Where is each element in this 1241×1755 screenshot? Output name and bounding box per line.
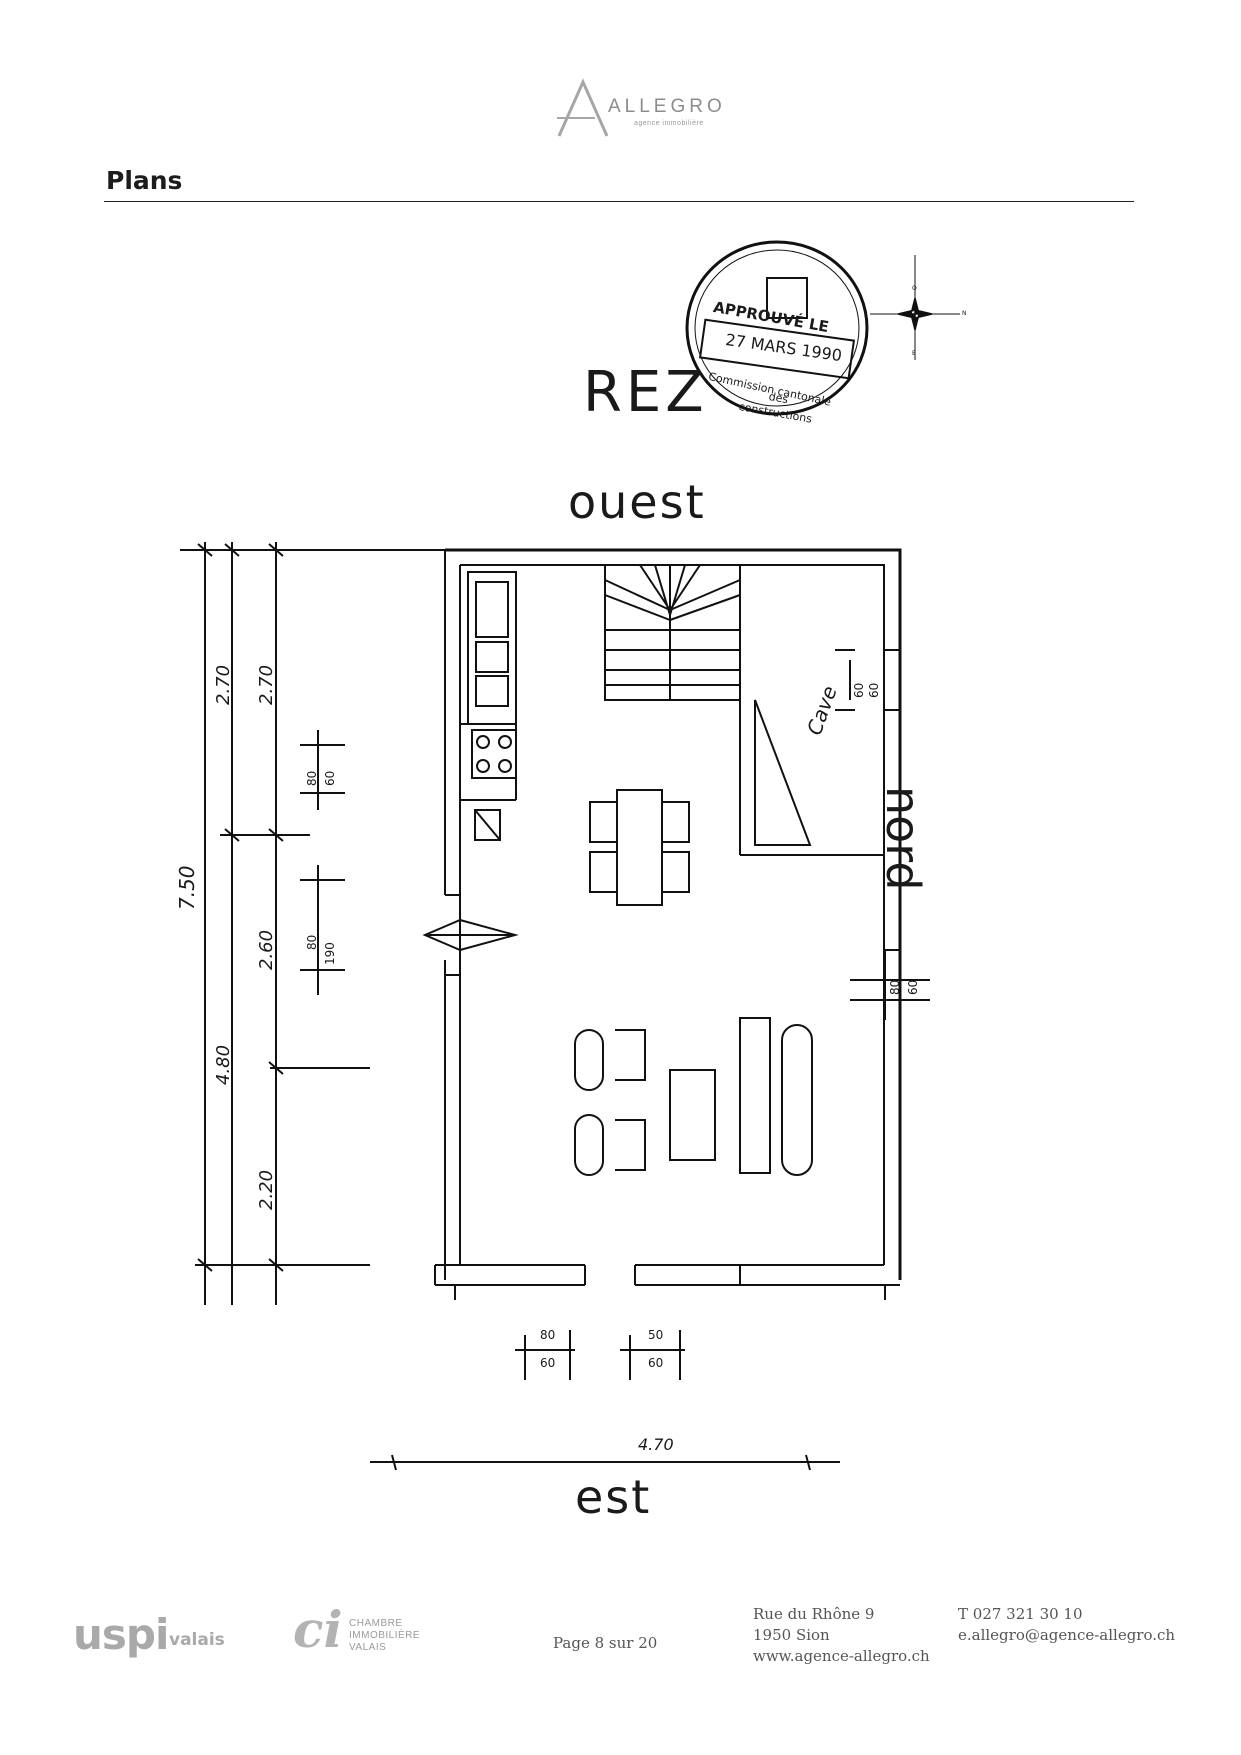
compass-e-label: E	[912, 350, 916, 357]
brand-name: ALLEGRO	[608, 96, 726, 117]
dim-win-left-b: 60	[323, 770, 337, 786]
dim-win-right2-b: 60	[906, 979, 920, 995]
coat-of-arms-icon	[766, 277, 808, 319]
dim-win-bottom1-a: 80	[540, 1328, 556, 1342]
dim-total-height: 7.50	[175, 865, 199, 910]
compass-o-label: O	[912, 285, 917, 292]
ci-mark: ci	[293, 1600, 343, 1659]
orientation-top: ouest	[568, 475, 706, 529]
chambre-immobiliere-logo: ci CHAMBRE IMMOBILIÈRE VALAIS	[293, 1600, 443, 1659]
address-line2: 1950 Sion	[753, 1626, 830, 1644]
dim-win-right1-b: 60	[867, 682, 881, 698]
dim-lower-left: 4.80	[213, 1044, 234, 1085]
dim-win-bottom1-b: 60	[540, 1356, 556, 1370]
ci-line1: CHAMBRE	[349, 1618, 403, 1629]
uspi-logo: uspi valais	[73, 1610, 243, 1659]
dim-middle: 2.60	[256, 929, 277, 970]
section-title: Plans	[106, 166, 183, 195]
dim-upper-b: 2.70	[256, 664, 277, 705]
footer-contact: T 027 321 30 10 e.allegro@agence-allegro…	[958, 1604, 1175, 1646]
dim-win-right1-a: 60	[852, 682, 866, 698]
compass-n-label: N	[962, 310, 967, 317]
allegro-a-icon	[557, 78, 609, 137]
dim-win-bottom2-a: 50	[648, 1328, 664, 1342]
phone-number[interactable]: T 027 321 30 10	[958, 1605, 1083, 1623]
brand-tagline: agence immobilière	[634, 120, 704, 127]
email-link[interactable]: e.allegro@agence-allegro.ch	[958, 1626, 1176, 1644]
uspi-word: uspi	[73, 1610, 169, 1659]
orientation-bottom: est	[575, 1470, 652, 1524]
address-line1: Rue du Rhône 9	[753, 1605, 875, 1623]
ci-line2: IMMOBILIÈRE	[349, 1630, 421, 1641]
dim-upper-a: 2.70	[213, 664, 234, 705]
dim-win-right2-a: 80	[888, 979, 902, 995]
approval-stamp	[685, 240, 869, 416]
floor-plan: REZ ouest est nord Cave 7.50 2.70 2.70 2…	[170, 230, 1100, 1540]
dim-win-left-a: 80	[305, 770, 319, 786]
floor-plan-drawing	[180, 240, 960, 1471]
footer-address: Rue du Rhône 9 1950 Sion www.agence-alle…	[753, 1604, 930, 1667]
page-number: Page 8 sur 20	[553, 1634, 658, 1652]
orientation-right: nord	[876, 786, 930, 891]
uspi-sub: valais	[169, 1630, 225, 1650]
allegro-logo: ALLEGRO agence immobilière	[555, 78, 745, 140]
dim-win-bottom2-b: 60	[648, 1356, 664, 1370]
title-rule	[104, 201, 1134, 202]
dim-lower: 2.20	[256, 1169, 277, 1210]
website-link[interactable]: www.agence-allegro.ch	[753, 1647, 930, 1665]
dim-width: 4.70	[638, 1435, 674, 1454]
dim-door-a: 80	[305, 934, 319, 950]
compass-icon	[870, 255, 960, 360]
floor-title: REZ	[583, 360, 708, 425]
ci-line3: VALAIS	[349, 1642, 387, 1653]
dim-door-b: 190	[323, 942, 337, 965]
